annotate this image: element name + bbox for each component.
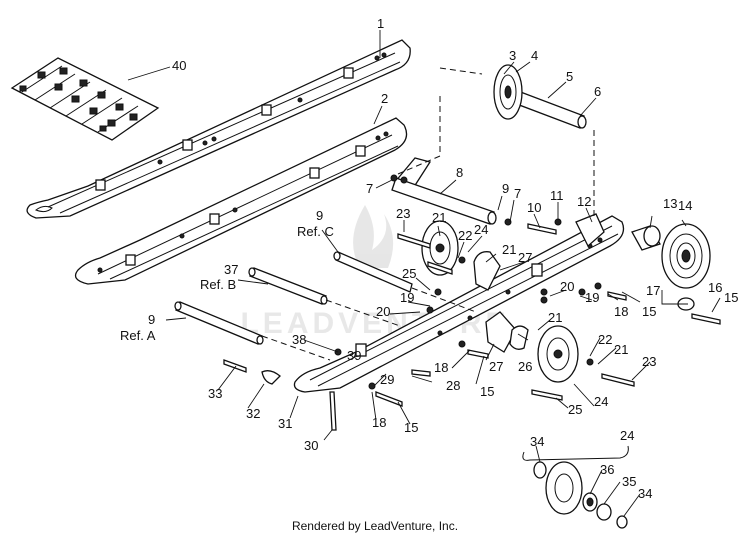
callout-21b: 21 xyxy=(502,242,516,257)
alignment-line-ref-c xyxy=(411,287,477,313)
callout-10: 10 xyxy=(527,200,541,215)
part-32-clip xyxy=(261,370,281,385)
part-27-pivot-arm xyxy=(473,251,501,291)
callout-27: 27 xyxy=(518,250,532,265)
callout-15b: 15 xyxy=(724,290,738,305)
callout-9-ref-a-number: 9 xyxy=(148,312,155,327)
callout-7b: 7 xyxy=(514,186,521,201)
part-1-slide-rail xyxy=(26,39,411,219)
part-9-tube-ref-c xyxy=(333,251,413,293)
bolts xyxy=(223,223,721,431)
callout-18b: 18 xyxy=(434,360,448,375)
alignment-line-ref-a xyxy=(261,335,331,361)
callout-27b: 27 xyxy=(489,359,503,374)
callout-33: 33 xyxy=(208,386,222,401)
part-13-cap-end xyxy=(643,225,661,247)
callout-9-ref-c-number: 9 xyxy=(316,208,323,223)
callout-ref-a: Ref. A xyxy=(120,328,156,343)
callout-6: 6 xyxy=(594,84,601,99)
callout-25b: 25 xyxy=(568,402,582,417)
callout-29: 29 xyxy=(380,372,394,387)
part-9-tube-ref-a xyxy=(174,301,264,345)
nuts-and-washers xyxy=(334,174,602,390)
callout-3: 3 xyxy=(509,48,516,63)
callout-18c: 18 xyxy=(372,415,386,430)
callout-36: 36 xyxy=(600,462,614,477)
alignment-line-ref-b xyxy=(325,299,401,327)
flame-logo-icon xyxy=(353,205,394,268)
callout-15d: 15 xyxy=(404,420,418,435)
part-40-track-clip xyxy=(10,57,160,141)
callout-21d: 21 xyxy=(614,342,628,357)
callout-32: 32 xyxy=(246,406,260,421)
callout-23: 23 xyxy=(396,206,410,221)
callout-31: 31 xyxy=(278,416,292,431)
callout-22: 22 xyxy=(458,228,472,243)
part-26-spacer xyxy=(509,325,529,350)
callout-12: 12 xyxy=(577,194,591,209)
callout-38: 38 xyxy=(292,332,306,347)
callout-19b: 19 xyxy=(585,290,599,305)
callout-16: 16 xyxy=(708,280,722,295)
alignment-line-top xyxy=(439,67,483,75)
callout-37: 37 xyxy=(224,262,238,277)
callout-ref-c: Ref. C xyxy=(297,224,334,239)
callout-20b: 20 xyxy=(560,279,574,294)
callout-13: 13 xyxy=(663,196,677,211)
callout-25: 25 xyxy=(402,266,416,281)
callout-19: 19 xyxy=(400,290,414,305)
callout-34: 34 xyxy=(530,434,544,449)
callout-7: 7 xyxy=(366,181,373,196)
callout-22b: 22 xyxy=(598,332,612,347)
part-37-tube-ref-b xyxy=(248,267,328,305)
callout-8: 8 xyxy=(456,165,463,180)
callout-24-assembly: 24 xyxy=(620,428,634,443)
callout-15c: 15 xyxy=(480,384,494,399)
part-24-idler-wheel-lower xyxy=(537,325,579,383)
part-8-cross-shaft xyxy=(391,177,497,225)
callout-23b: 23 xyxy=(642,354,656,369)
callout-15: 15 xyxy=(642,304,656,319)
leader-lines xyxy=(127,30,721,517)
callout-labels: 1 40 2 3 4 5 6 8 7 9 7 10 11 12 13 14 23… xyxy=(120,16,738,501)
part-2-slide-rail xyxy=(74,117,408,285)
callout-39: 39 xyxy=(347,348,361,363)
assembly-bracket xyxy=(522,445,629,461)
callout-30: 30 xyxy=(304,438,318,453)
callout-21c: 21 xyxy=(548,310,562,325)
part-31-lower-rail xyxy=(293,215,625,393)
callout-11: 11 xyxy=(550,188,564,203)
callout-28: 28 xyxy=(446,378,460,393)
callout-5: 5 xyxy=(566,69,573,84)
callout-34b: 34 xyxy=(638,486,652,501)
part-4-idler-wheel-top xyxy=(493,64,523,120)
callout-21: 21 xyxy=(432,210,446,225)
callout-24b: 24 xyxy=(594,394,608,409)
callout-40: 40 xyxy=(172,58,186,73)
callout-14: 14 xyxy=(678,198,692,213)
callout-18: 18 xyxy=(614,304,628,319)
callout-24: 24 xyxy=(474,222,488,237)
callout-4: 4 xyxy=(531,48,538,63)
callout-20: 20 xyxy=(376,304,390,319)
alignment-line-rear xyxy=(397,96,441,175)
callout-ref-b: Ref. B xyxy=(200,277,236,292)
part-14-idler-wheel-right xyxy=(661,223,711,289)
callout-1: 1 xyxy=(377,16,384,31)
callout-17: 17 xyxy=(646,283,660,298)
callout-26: 26 xyxy=(518,359,532,374)
callout-35: 35 xyxy=(622,474,636,489)
callout-9: 9 xyxy=(502,181,509,196)
footer-credit: Rendered by LeadVenture, Inc. xyxy=(291,519,459,533)
callout-2: 2 xyxy=(381,91,388,106)
part-21-idler-wheel-mid xyxy=(421,220,459,276)
